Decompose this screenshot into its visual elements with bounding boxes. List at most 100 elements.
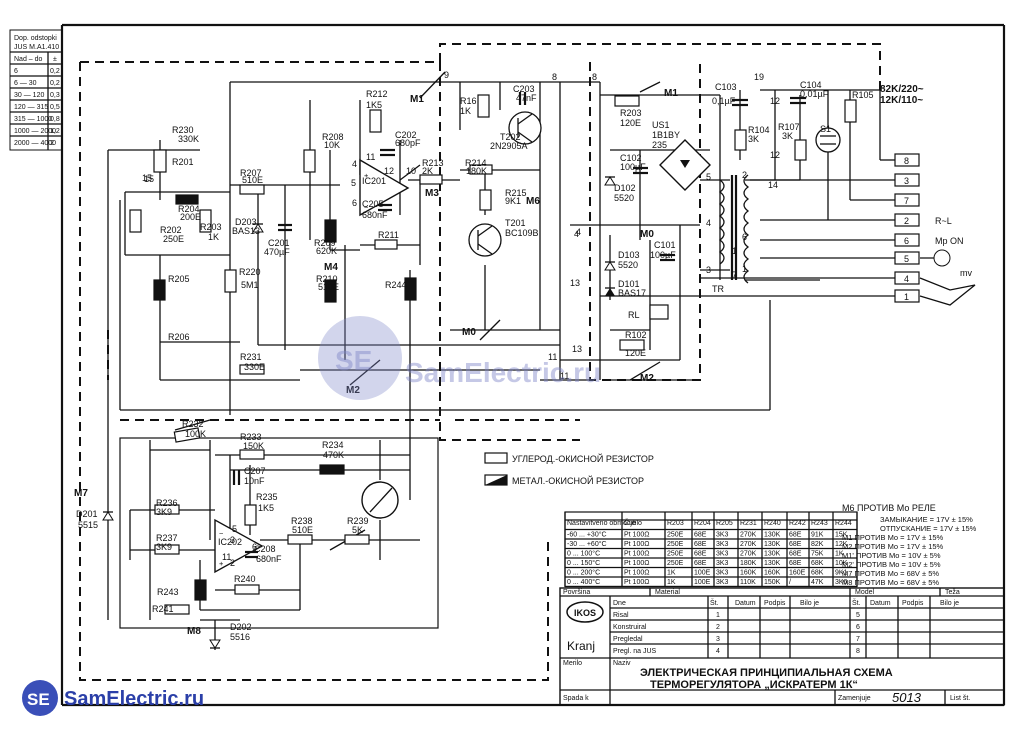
settings-cell: Pt 100Ω — [624, 560, 649, 567]
svg-text:470µF: 470µF — [264, 247, 290, 257]
svg-text:M3: M3 — [425, 188, 439, 199]
resistor-r201 — [153, 149, 167, 173]
drawing-number: 5013 — [892, 690, 922, 705]
relay-note-line: M8 ПРОТИВ Mo = 68V ± 5% — [842, 578, 939, 587]
svg-text:R232: R232 — [182, 419, 204, 429]
svg-text:100µF: 100µF — [650, 250, 676, 260]
svg-text:R204: R204 — [178, 204, 200, 214]
svg-text:2N2905A: 2N2905A — [490, 141, 528, 151]
revision-number: 5 — [856, 612, 860, 619]
resistor-r202 — [129, 209, 142, 233]
title-block-row-label: Risal — [613, 612, 629, 619]
revision-header: Bilo je — [940, 600, 959, 607]
revision-number: 7 — [856, 636, 860, 643]
upper-resistors — [129, 94, 857, 375]
node-number: 4 — [574, 229, 579, 239]
settings-cell: 250E — [667, 551, 684, 558]
settings-cell: 0 ... 400°C — [567, 578, 600, 586]
settings-cell: 68E — [694, 541, 707, 548]
resistor-r102 — [619, 339, 645, 351]
settings-cell: 3K3 — [716, 560, 729, 567]
node-number: 7 — [732, 270, 737, 280]
settings-cell: 100E — [694, 579, 711, 586]
resistor-r232 — [173, 427, 201, 443]
settings-cell: 3K3 — [716, 579, 729, 586]
terminal-box — [894, 289, 920, 303]
resistor-r238 — [287, 534, 313, 545]
node-number: 8 — [552, 72, 557, 82]
svg-text:M2: M2 — [640, 373, 654, 384]
relay-note-line: M1' ПРОТИВ Mo = 10V ± 5% — [842, 551, 941, 560]
settings-cell: 3K3 — [716, 570, 729, 577]
svg-text:120E: 120E — [625, 348, 646, 358]
relay-note-line: ОТПУСКАНИЕ = 17V ± 15% — [880, 524, 977, 533]
settings-cell: / — [789, 579, 791, 586]
settings-cell: 180K — [740, 560, 757, 567]
node-number: 3 — [706, 265, 711, 275]
settings-cell: 3K6 — [835, 579, 848, 586]
svg-text:M8: M8 — [187, 626, 201, 637]
settings-cell: 3K3 — [716, 551, 729, 558]
svg-text:R205: R205 — [168, 274, 190, 284]
lower-diodes — [102, 511, 221, 649]
tol-row-range: 6 — 30 — [14, 80, 37, 87]
settings-header: R203 — [667, 520, 684, 527]
settings-cell: 3K3 — [716, 541, 729, 548]
settings-cell: 91K — [811, 532, 824, 539]
relay-note-line: M7 ПРОТИВ Mo = 68V ± 5% — [842, 569, 939, 578]
tol-row-range: 120 — 315 — [14, 104, 48, 111]
node-number: 15 — [142, 173, 152, 183]
node-number: 12 — [770, 96, 780, 106]
svg-text:M6: M6 — [526, 196, 540, 207]
terminal-label: mv — [960, 268, 972, 278]
lower-resistors — [154, 427, 370, 615]
svg-text:330E: 330E — [244, 362, 265, 372]
node-number: 6 — [352, 198, 357, 208]
relay-note-line: ЗАМЫКАНИЕ = 17V ± 15% — [880, 515, 973, 524]
node-number: 5 — [351, 178, 356, 188]
svg-text:IC202: IC202 — [218, 537, 242, 547]
svg-text:2K: 2K — [422, 166, 433, 176]
bridge-rectifier-us1 — [659, 139, 711, 191]
site-logo[interactable]: SE SamElectric.ru — [22, 680, 204, 716]
svg-text:3K9: 3K9 — [156, 542, 172, 552]
terminal-box — [894, 233, 920, 247]
svg-text:R237: R237 — [156, 533, 178, 543]
svg-text:C205: C205 — [362, 199, 384, 209]
relay-note-line: M2 ПРОТИВ Mo = 17V ± 15% — [842, 542, 944, 551]
tol-row-value: 0,3 — [50, 92, 60, 99]
resistor-r240 — [234, 584, 260, 595]
title-block-row-label: Pregl. na JUS — [613, 648, 657, 655]
settings-cell: 160E — [789, 570, 806, 577]
settings-header: R231 — [740, 520, 757, 527]
node-number: 4 — [706, 218, 711, 228]
settings-cell: 0 ... 150°C — [567, 559, 600, 567]
svg-text:C101: C101 — [654, 240, 676, 250]
node-number: 12 — [770, 150, 780, 160]
revision-number: 6 — [856, 624, 860, 631]
svg-text:US1: US1 — [652, 120, 670, 130]
settings-cell: 10K — [835, 560, 848, 567]
resistor-r213 — [419, 174, 443, 185]
terminal-box — [894, 213, 920, 227]
terminal-number: 1 — [904, 292, 909, 302]
svg-text:R202: R202 — [160, 225, 182, 235]
lower-capacitors — [232, 470, 258, 559]
tol-title-2: JUS M.A1.410 — [14, 44, 59, 51]
settings-cell: 68K — [811, 560, 824, 567]
svg-text:M0: M0 — [462, 327, 476, 338]
resistor-r211 — [374, 239, 398, 250]
revision-header: Bilo je — [800, 600, 819, 607]
svg-text:R214: R214 — [465, 158, 487, 168]
svg-text:R230: R230 — [172, 125, 194, 135]
settings-cell: 130K — [764, 532, 781, 539]
svg-text:M1: M1 — [664, 88, 678, 99]
svg-text:T202: T202 — [500, 132, 521, 142]
svg-text:R236: R236 — [156, 498, 178, 508]
tol-row-range: 6 — [14, 68, 18, 75]
resistor-r237 — [154, 544, 180, 555]
terminal-box — [894, 251, 920, 265]
svg-text:R240: R240 — [234, 574, 256, 584]
